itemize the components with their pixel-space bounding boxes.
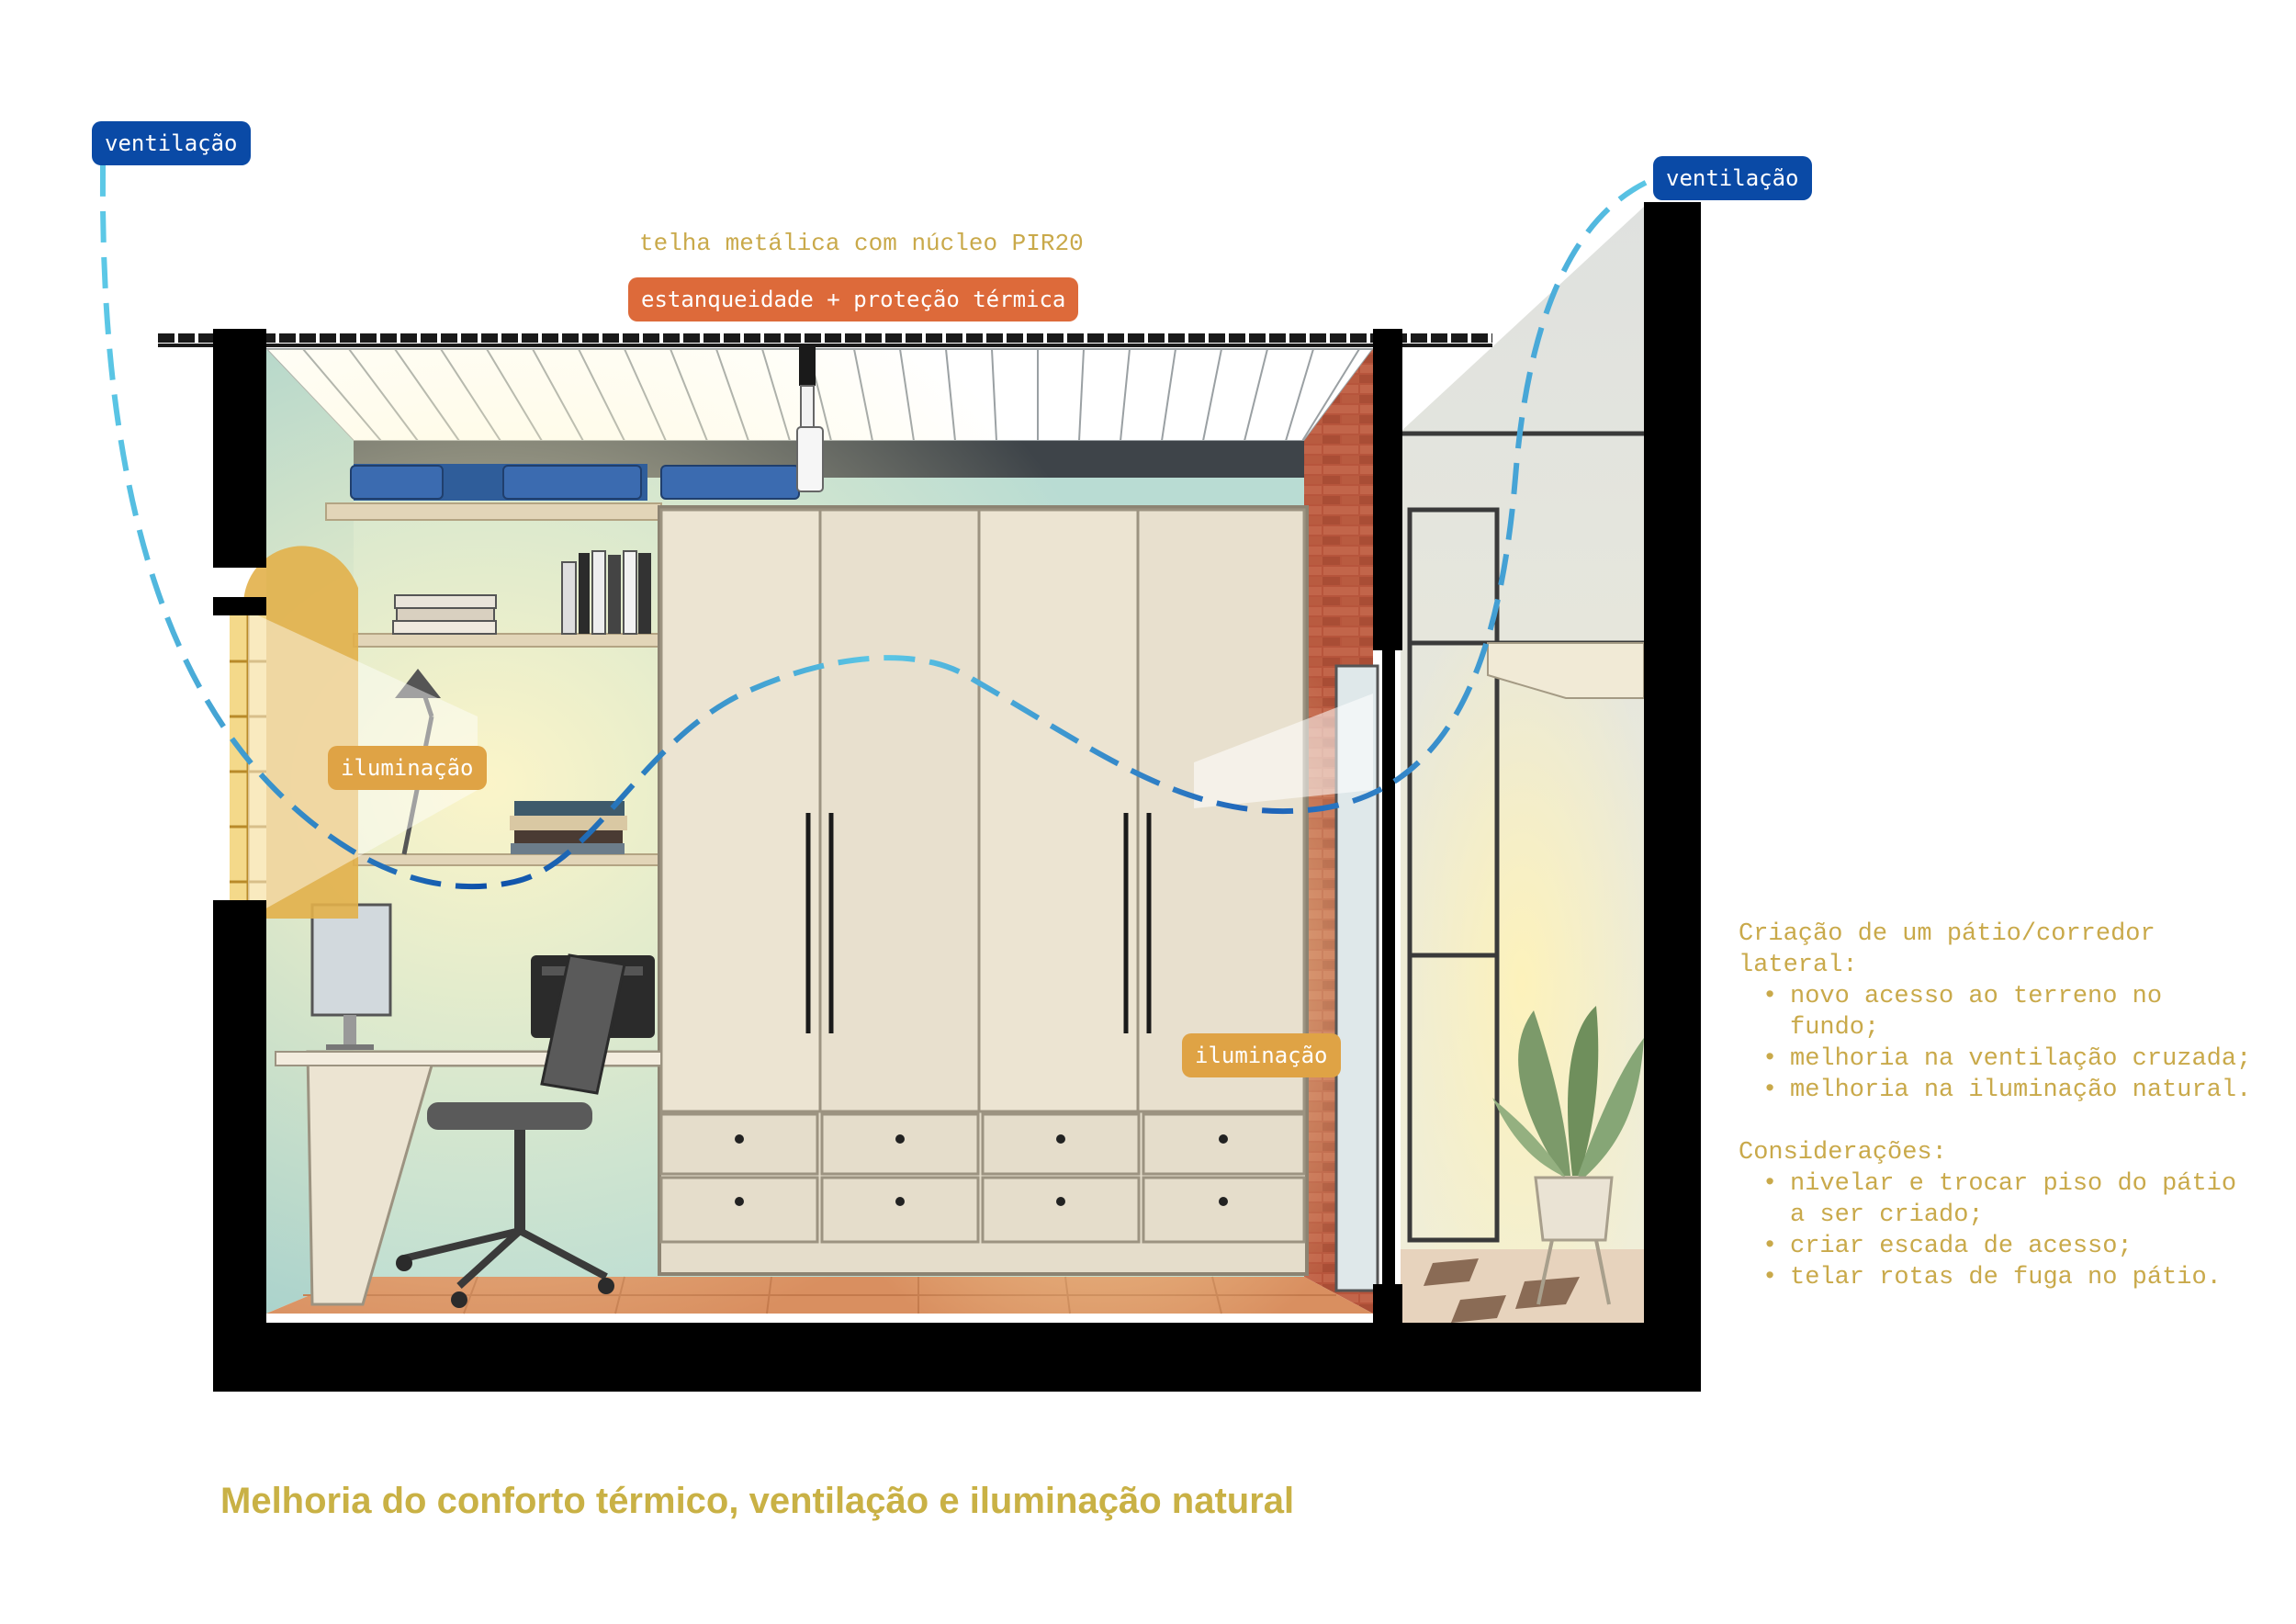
list-item: telar rotas de fuga no pátio.	[1762, 1262, 2253, 1293]
structure	[158, 202, 1701, 1392]
plant-icon	[1492, 1006, 1644, 1305]
monitor-icon	[310, 903, 392, 1050]
page-caption: Melhoria do conforto térmico, ventilação…	[220, 1481, 1295, 1521]
patio	[1401, 207, 1645, 1323]
list-item: criar escada de acesso;	[1762, 1231, 2253, 1262]
notes-panel: Criação de um pátio/corredor lateral: no…	[1739, 919, 2253, 1325]
notes-heading-considerations: Considerações:	[1739, 1139, 1947, 1167]
roof-benefit-tag: estanqueidade + proteção térmica	[628, 277, 1079, 321]
ventilation-tag-right: ventilação	[1653, 156, 1812, 200]
ceiling-spotlight	[796, 344, 824, 492]
list-item: nivelar e trocar piso do pátio a ser cri…	[1762, 1168, 2253, 1231]
ventilation-tag-left: ventilação	[92, 121, 251, 165]
roof-material-label: telha metálica com núcleo PIR20	[639, 230, 1084, 257]
notes-list-considerations: nivelar e trocar piso do pátio a ser cri…	[1739, 1168, 2253, 1293]
books	[392, 550, 651, 854]
list-item: novo acesso ao terreno no fundo;	[1762, 981, 2253, 1043]
list-item: melhoria na iluminação natural.	[1762, 1075, 2253, 1106]
chair-icon	[396, 953, 626, 1308]
notes-list-patio: novo acesso ao terreno no fundo; melhori…	[1739, 981, 2253, 1106]
lighting-tag-left: iluminação	[328, 746, 487, 790]
storage-shelves	[325, 464, 800, 866]
list-item: melhoria na ventilação cruzada;	[1762, 1043, 2253, 1075]
ventilation-airflow-path	[99, 164, 1655, 890]
notes-heading-patio: Criação de um pátio/corredor lateral:	[1739, 920, 2155, 979]
wardrobe	[658, 505, 1309, 1276]
glass-door	[1194, 664, 1379, 1292]
lighting-tag-right: iluminação	[1182, 1033, 1341, 1077]
